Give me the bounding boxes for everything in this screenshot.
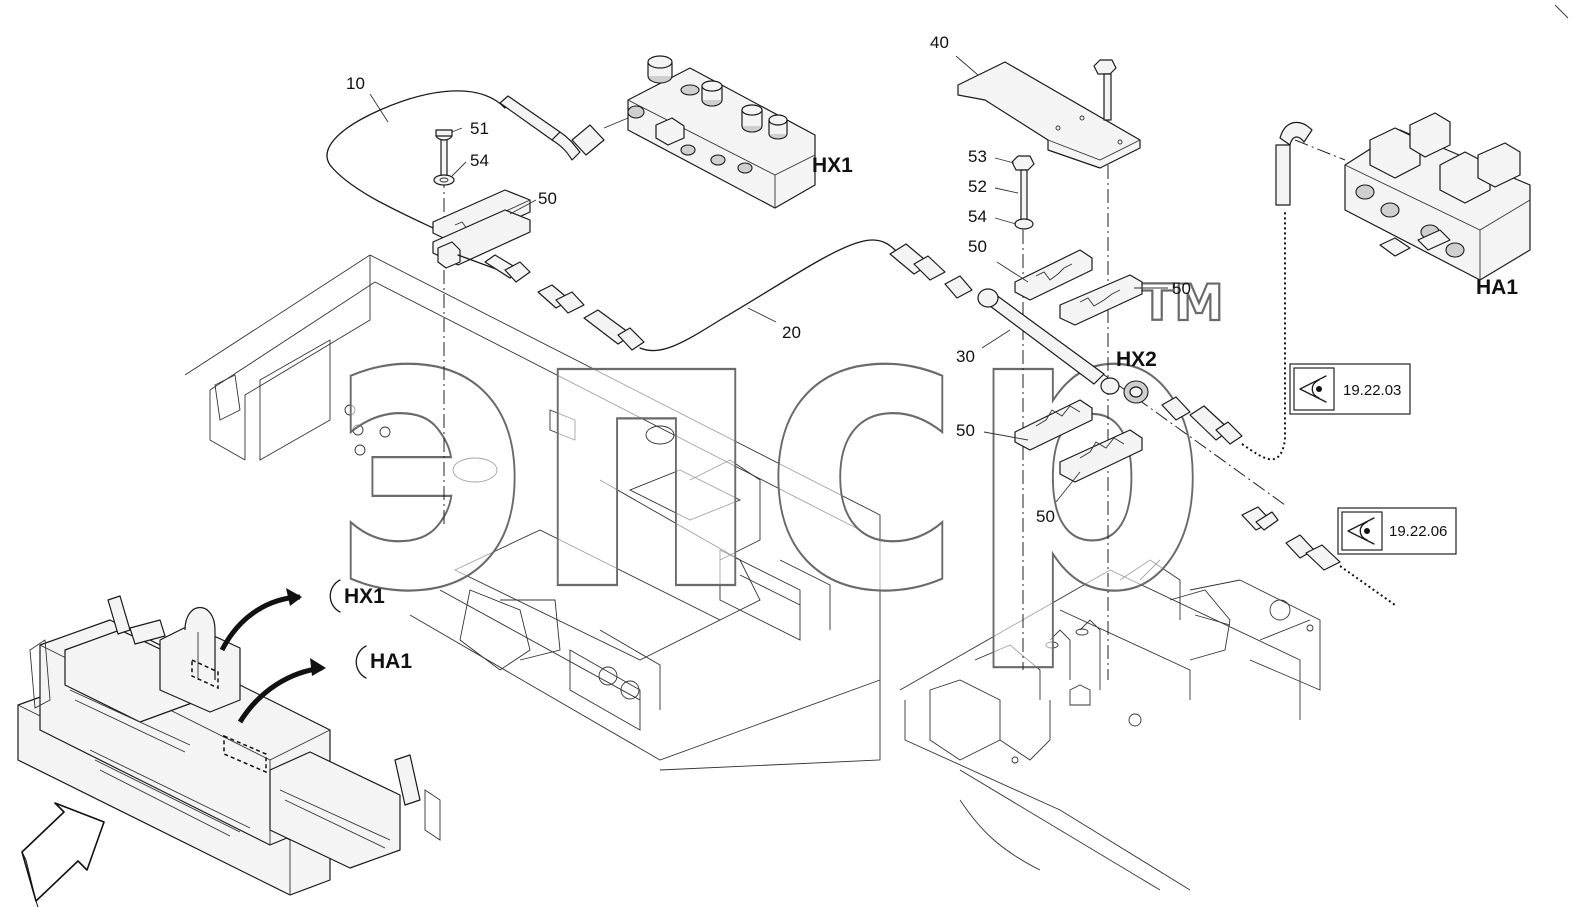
clamp-assembly-left: [432, 129, 531, 269]
overview-ha1-label: HA1: [370, 650, 412, 673]
watermark-text: эпср: [328, 219, 1208, 679]
watermark-tm: TM: [1140, 274, 1224, 332]
hx2-label: HX2: [1116, 348, 1157, 371]
watermark: эпср TM: [327, 218, 1225, 680]
callout-54: 54: [968, 207, 987, 226]
callout-51: 51: [470, 119, 489, 138]
pipe-30: [977, 288, 1149, 404]
callout-54: 54: [470, 151, 489, 170]
machine-frame: [184, 254, 1321, 891]
ha1-label: HA1: [1476, 276, 1518, 299]
callout-20: 20: [782, 323, 801, 342]
view-eye-icon: [1347, 517, 1375, 545]
callout-numbers: 10 51 54 50 20 40 53 52 54 50 50 30 50 5…: [346, 33, 1191, 526]
reference-code: 19.22.03: [1343, 382, 1401, 399]
view-eye-icon: [1299, 375, 1327, 403]
plate-40: [957, 59, 1141, 169]
callout-50: 50: [956, 421, 975, 440]
callout-50: 50: [538, 189, 557, 208]
reference-19-22-06[interactable]: 19.22.06: [1337, 507, 1457, 555]
fitting-19-22-06: [1241, 506, 1396, 606]
hose-20: [457, 239, 973, 352]
ha1-valve-block: [1344, 112, 1531, 281]
overview-ha1-callout: HA1: [355, 645, 412, 679]
callout-50: 50: [1036, 507, 1055, 526]
overview-hx1-label: HX1: [344, 585, 385, 608]
callout-10: 10: [346, 74, 365, 93]
overview-machine: [17, 588, 441, 896]
direction-arrow-icon: [21, 802, 105, 907]
callout-52: 52: [968, 177, 987, 196]
corner-mark: [1554, 4, 1569, 19]
callout-50: 50: [968, 237, 987, 256]
hx1-valve-block: [627, 55, 816, 209]
callout-40: 40: [930, 33, 949, 52]
reference-code: 19.22.06: [1389, 523, 1447, 540]
callout-50: 50: [1172, 279, 1191, 298]
leader-lines: [369, 55, 1168, 503]
callout-30: 30: [956, 347, 975, 366]
callout-53: 53: [968, 147, 987, 166]
reference-19-22-03[interactable]: 19.22.03: [1289, 363, 1411, 415]
hose-to-ha1: [1161, 121, 1313, 461]
overview-hx1-callout: HX1: [329, 579, 385, 613]
hx1-label: HX1: [812, 154, 853, 177]
hose-10: [326, 90, 629, 229]
clamp-assembly-right: [1011, 155, 1143, 483]
